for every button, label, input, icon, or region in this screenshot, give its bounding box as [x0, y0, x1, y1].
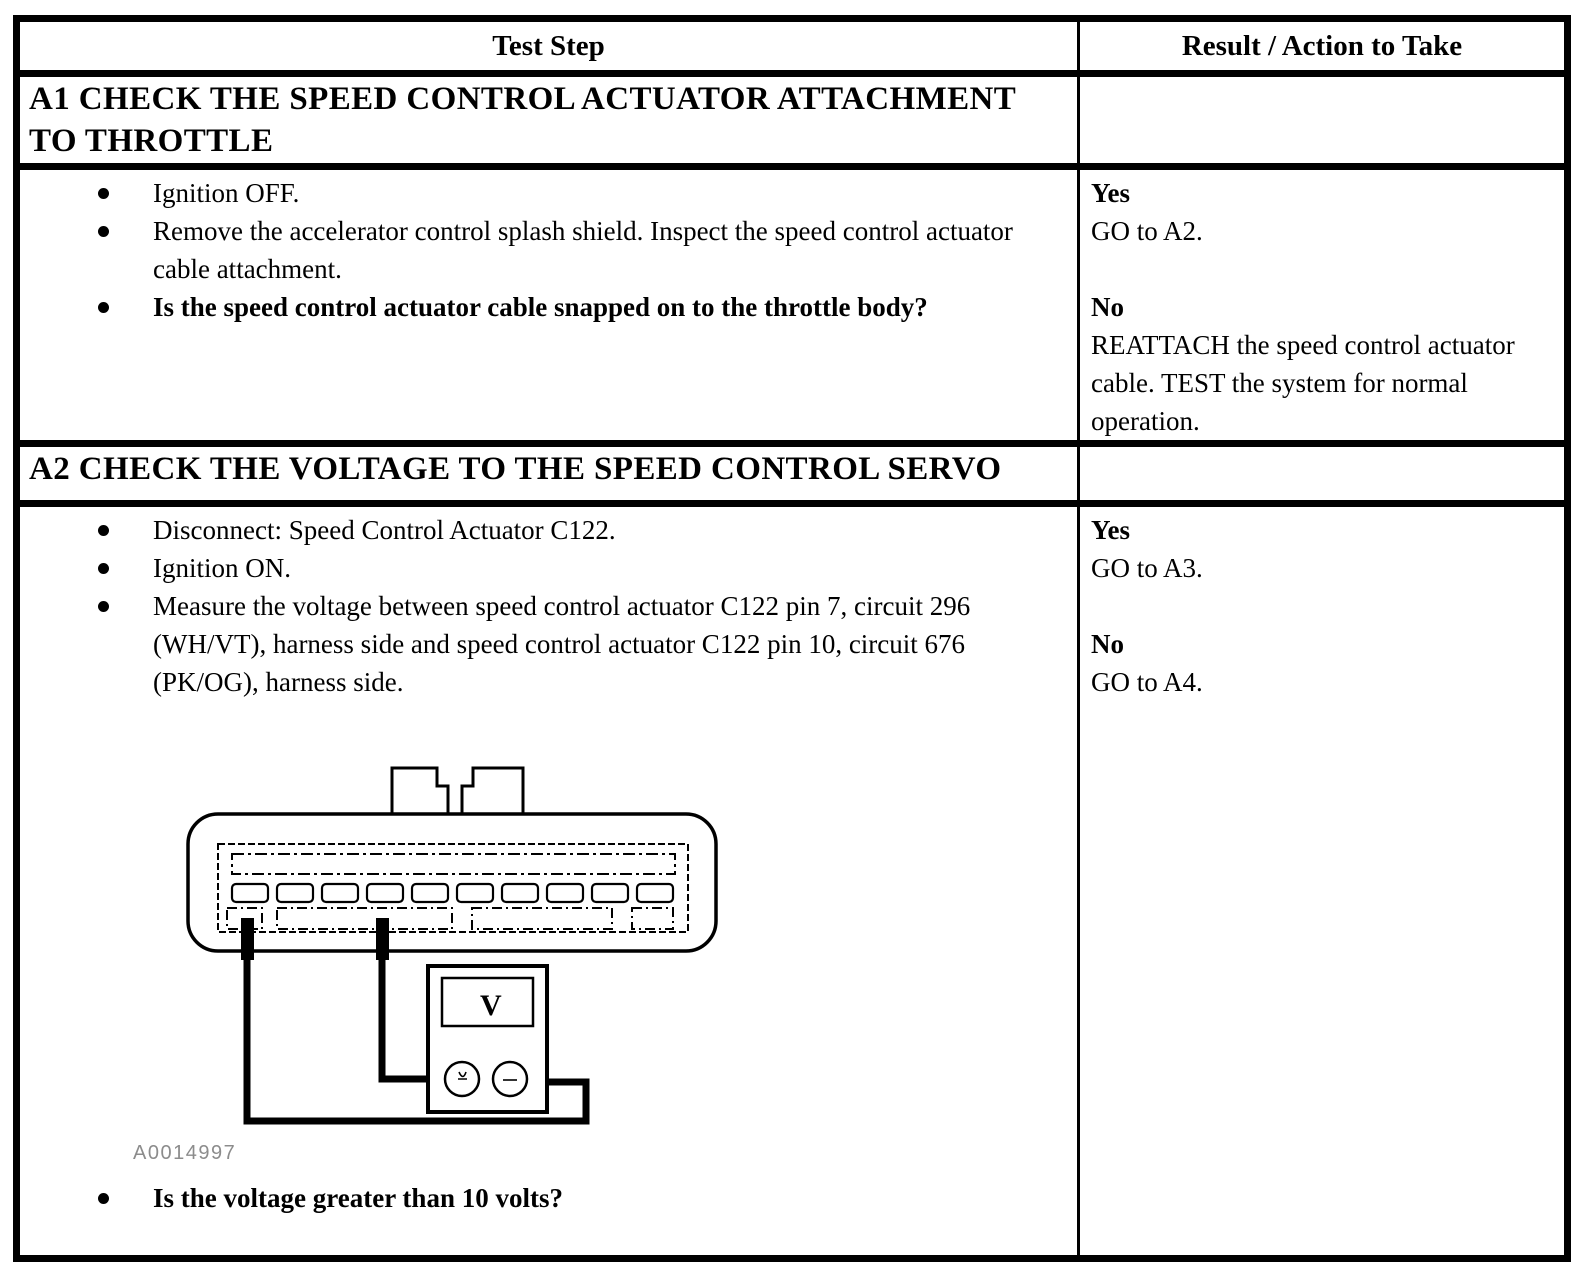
result-yes-group: Yes GO to A3. [1091, 511, 1530, 587]
connector-pin-row [230, 882, 675, 904]
list-item: Ignition OFF. [20, 174, 1077, 212]
step-a2-test-step-cell: Disconnect: Speed Control Actuator C122.… [20, 507, 1077, 1255]
column-divider [1077, 22, 1080, 1255]
bullet-icon [98, 601, 109, 612]
result-action: GO to A3. [1091, 553, 1203, 583]
step-a1-result-cell: Yes GO to A2. No REATTACH the speed cont… [1080, 170, 1564, 440]
voltmeter-common-jack [491, 1060, 529, 1098]
probe-pin-7 [241, 918, 254, 960]
figure-label: A0014997 [133, 1142, 236, 1164]
bullet-icon [98, 226, 109, 237]
jack-marking [458, 1071, 467, 1080]
bullet-icon [98, 525, 109, 536]
list-item: Ignition ON. [20, 549, 1077, 587]
result-action: GO to A2. [1091, 216, 1203, 246]
connector-voltmeter-figure: V A0014997 [130, 741, 1077, 1171]
list-item: Is the voltage greater than 10 volts? [20, 1179, 1077, 1217]
connector-inner-shell [217, 843, 689, 933]
row-divider [20, 500, 1564, 507]
result-yes-group: Yes GO to A2. [1091, 174, 1530, 250]
bullet-text: Ignition ON. [153, 553, 291, 583]
header-result-action: Result / Action to Take [1080, 22, 1564, 70]
row-divider [20, 163, 1564, 170]
step-question: Is the speed control actuator cable snap… [153, 292, 928, 322]
voltmeter-display [440, 976, 535, 1028]
connector-lock-tab [390, 766, 525, 814]
list-item: Measure the voltage between speed contro… [20, 587, 1077, 701]
bullet-text: Remove the accelerator control splash sh… [153, 216, 1013, 284]
result-answer: Yes [1091, 515, 1130, 545]
connector-body [186, 812, 718, 953]
result-no-group: No REATTACH the speed control actuator c… [1091, 288, 1530, 440]
result-action: REATTACH the speed control actuator cabl… [1091, 330, 1515, 436]
step-a1-title: A1 CHECK THE SPEED CONTROL ACTUATOR ATTA… [20, 77, 1077, 163]
step-question: Is the voltage greater than 10 volts? [153, 1183, 563, 1213]
step-a2-title-empty-cell [1080, 447, 1564, 500]
list-item: Is the speed control actuator cable snap… [20, 288, 1077, 326]
bullet-icon [98, 188, 109, 199]
step-a1-title-empty-cell [1080, 77, 1564, 163]
row-divider [20, 440, 1564, 447]
bullet-text: Ignition OFF. [153, 178, 300, 208]
header-test-step: Test Step [20, 22, 1077, 70]
bullet-icon [98, 563, 109, 574]
pinpoint-test-table: Test Step Result / Action to Take A1 CHE… [13, 15, 1571, 1262]
result-answer: No [1091, 292, 1124, 322]
row-divider [20, 70, 1564, 77]
list-item: Disconnect: Speed Control Actuator C122. [20, 511, 1077, 549]
result-no-group: No GO to A4. [1091, 625, 1530, 701]
connector-lower-slots [226, 907, 674, 930]
connector-diagram: V A0014997 [133, 766, 718, 1164]
step-a2-title: A2 CHECK THE VOLTAGE TO THE SPEED CONTRO… [20, 447, 1077, 500]
bullet-text: Disconnect: Speed Control Actuator C122. [153, 515, 616, 545]
voltmeter-v-label: V [480, 989, 502, 1022]
bullet-text: Measure the voltage between speed contro… [153, 591, 971, 697]
list-item: Remove the accelerator control splash sh… [20, 212, 1077, 288]
connector-top-slot [231, 853, 676, 875]
result-action: GO to A4. [1091, 667, 1203, 697]
probe-pin-10 [376, 918, 389, 960]
negative-lead-wire [243, 936, 590, 1125]
bullet-icon [98, 302, 109, 313]
bullet-icon [98, 1193, 109, 1204]
step-a2-result-cell: Yes GO to A3. No GO to A4. [1080, 507, 1564, 1255]
step-a1-test-step-cell: Ignition OFF. Remove the accelerator con… [20, 170, 1077, 440]
result-answer: Yes [1091, 178, 1130, 208]
result-answer: No [1091, 629, 1124, 659]
